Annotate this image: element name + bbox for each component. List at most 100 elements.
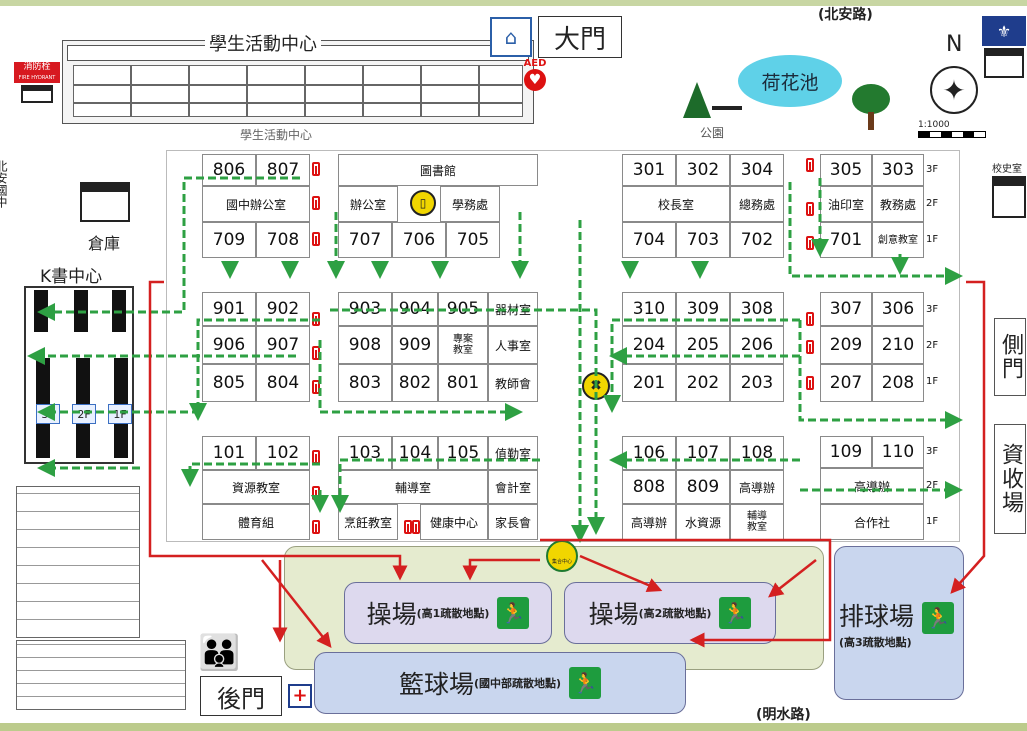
room-205: 205 xyxy=(676,326,730,364)
side-building-left xyxy=(16,486,140,638)
room-907: 907 xyxy=(256,326,310,364)
extinguisher-icon xyxy=(806,158,814,172)
room-301: 301 xyxy=(622,154,676,186)
equipment-room: 器材室 xyxy=(488,292,538,326)
resource-room: 資源教室 xyxy=(202,470,310,504)
fire-hydrant-label: 消防栓 xyxy=(23,62,51,72)
warehouse-label: 倉庫 xyxy=(88,234,121,253)
basketball-court: 籃球場 (國中部疏散地點) 🏃 xyxy=(314,652,686,714)
tree2-trunk xyxy=(868,112,874,130)
room-901: 901 xyxy=(202,292,256,326)
room-201: 201 xyxy=(622,364,676,402)
room-308: 308 xyxy=(730,292,784,326)
first-aid-icon: + xyxy=(288,684,312,708)
floor-3f-r2: 3F xyxy=(926,304,939,315)
extinguisher-icon xyxy=(312,486,320,500)
water-resources: 水資源 xyxy=(676,504,730,540)
floor-2f-d: 2F xyxy=(926,198,939,209)
extinguisher-icon xyxy=(806,376,814,390)
scale-bar xyxy=(918,131,986,138)
extinguisher-icon xyxy=(312,232,320,246)
junior-office: 國中辦公室 xyxy=(202,186,310,222)
k-center-building xyxy=(24,286,134,464)
accounting-office: 會計室 xyxy=(488,470,538,504)
room-305: 305 xyxy=(820,154,872,186)
extinguisher-icon xyxy=(806,340,814,354)
extinguisher-icon xyxy=(312,380,320,394)
k-floor-1f: 1F xyxy=(108,404,132,424)
room-904: 904 xyxy=(392,292,438,326)
side-gate-label: 側門 xyxy=(994,318,1026,396)
room-109: 109 xyxy=(820,436,872,468)
room-304: 304 xyxy=(730,154,784,186)
room-804: 804 xyxy=(256,364,310,402)
extinguisher-icon xyxy=(806,236,814,250)
extinguisher-icon xyxy=(312,450,320,464)
building-icon-ne xyxy=(984,48,1024,78)
health-center: 健康中心 xyxy=(420,504,488,540)
street-north-label: (北安路) xyxy=(818,7,873,23)
room-206: 206 xyxy=(730,326,784,364)
extinguisher-icon xyxy=(312,312,320,326)
room-307: 307 xyxy=(820,292,872,326)
senior-office: 高導辦 xyxy=(730,470,784,504)
room-203: 203 xyxy=(730,364,784,402)
scale-label: 1:1000 xyxy=(918,120,950,130)
room-807: 807 xyxy=(256,154,310,186)
teaching-affairs: 教務處 xyxy=(872,186,924,222)
north-label: N xyxy=(946,32,963,57)
room-803: 803 xyxy=(338,364,392,402)
room-701: 701 xyxy=(820,222,872,258)
room-805: 805 xyxy=(202,364,256,402)
pond-label: 荷花池 xyxy=(761,71,819,94)
tree-icon xyxy=(683,82,711,118)
room-705: 705 xyxy=(446,222,500,258)
room-902: 902 xyxy=(256,292,310,326)
room-104: 104 xyxy=(392,436,438,470)
room-903: 903 xyxy=(338,292,392,326)
principal-office: 校長室 xyxy=(622,186,730,222)
floor-2f-r2: 2F xyxy=(926,340,939,351)
cooperative-store: 合作社 xyxy=(820,504,924,540)
room-909: 909 xyxy=(392,326,438,364)
extinguisher-icon xyxy=(412,520,420,534)
room-101: 101 xyxy=(202,436,256,470)
exit-icon: 🏃 xyxy=(922,601,955,634)
extinguisher-icon xyxy=(806,202,814,216)
floor-3f-r3: 3F xyxy=(926,446,939,457)
room-103: 103 xyxy=(338,436,392,470)
extinguisher-icon xyxy=(312,520,320,534)
volleyball-note: (高3疏散地點) xyxy=(839,635,912,649)
cooking-room: 烹飪教室 xyxy=(338,504,398,540)
playground-1-label: 操場 xyxy=(366,600,417,629)
room-703: 703 xyxy=(676,222,730,258)
tree2-icon xyxy=(852,84,890,114)
k-center-label: K書中心 xyxy=(40,267,103,287)
aed-label: AED xyxy=(523,58,547,69)
assembly-center-icon: 集合中心 xyxy=(546,540,578,572)
room-801: 801 xyxy=(438,364,488,402)
room-208: 208 xyxy=(872,364,924,402)
volleyball-court: 排球場🏃 (高3疏散地點) xyxy=(834,546,964,700)
assembly-center-label: 集合中心 xyxy=(551,559,572,565)
k-floor-3f: 3F xyxy=(36,404,60,424)
lotus-pond: 荷花池 xyxy=(738,55,842,107)
tools-icon: ✖ xyxy=(582,372,610,400)
floor-1f-r3: 1F xyxy=(926,516,939,527)
duty-room: 值勤室 xyxy=(488,436,538,470)
room-106: 106 xyxy=(622,436,676,470)
warehouse-icon xyxy=(80,182,130,222)
exit-icon: 🏃 xyxy=(719,597,752,629)
history-room-icon xyxy=(992,176,1026,218)
room-102: 102 xyxy=(256,436,310,470)
parents-association: 家長會 xyxy=(488,504,538,540)
aed-icon: AED ♥ xyxy=(520,58,550,96)
playground-2-note: (高2疏散地點) xyxy=(638,607,712,620)
park-label: 公園 xyxy=(700,126,725,140)
playground-1: 操場 (高1疏散地點) 🏃 xyxy=(344,582,552,644)
room-808: 808 xyxy=(622,470,676,504)
print-room: 油印室 xyxy=(820,186,872,222)
room-303: 303 xyxy=(872,154,924,186)
basketball-label: 籃球場 xyxy=(398,670,474,699)
extinguisher-icon xyxy=(312,346,320,360)
